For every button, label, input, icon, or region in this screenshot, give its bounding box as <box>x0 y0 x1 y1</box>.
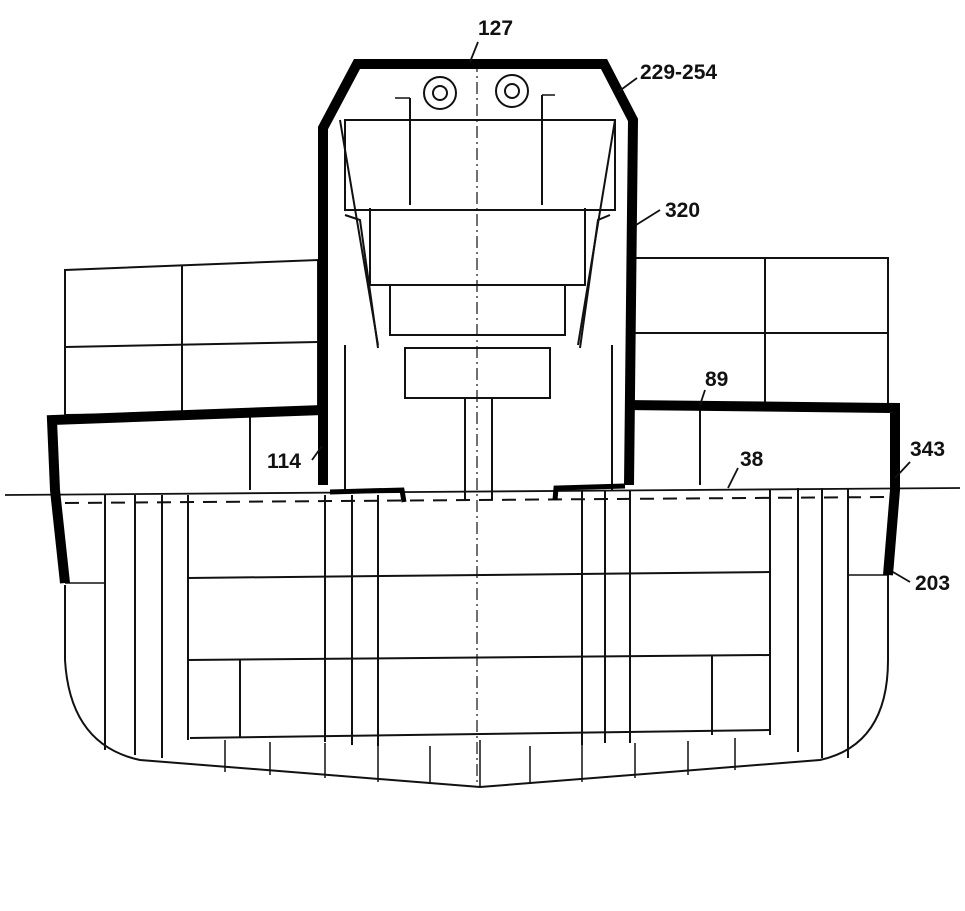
left-periscope-outer <box>423 76 457 110</box>
left-periscope-inner <box>432 85 448 101</box>
label-38: 38 <box>740 448 764 471</box>
leader-203 <box>892 571 911 583</box>
right-deck-armor <box>628 400 900 576</box>
leader-343 <box>894 461 911 479</box>
leader-229-254 <box>617 77 638 93</box>
label-229-254: 229-254 <box>640 61 717 84</box>
periscope-ports <box>423 74 529 110</box>
leader-127 <box>469 41 479 63</box>
leader-38 <box>727 467 739 489</box>
label-114: 114 <box>267 450 301 473</box>
left-deck-armor <box>46 405 324 584</box>
leader-89 <box>699 389 706 406</box>
left-side-compartments <box>65 495 189 758</box>
label-343: 343 <box>910 438 945 461</box>
leader-114 <box>311 445 323 461</box>
leader-320 <box>635 209 661 226</box>
right-periscope-inner <box>504 83 520 99</box>
label-89: 89 <box>705 368 728 391</box>
turret-armor <box>318 59 639 486</box>
hull-outline <box>64 575 889 789</box>
label-320: 320 <box>665 199 700 222</box>
right-periscope-outer <box>495 74 529 108</box>
left-deck-lower-plate <box>329 487 407 503</box>
leader-lines <box>311 41 911 583</box>
dimension-labels: 127 229-254 320 114 89 38 343 203 <box>267 17 950 595</box>
hull-inner-bottom <box>189 729 771 739</box>
waterline <box>4 487 961 496</box>
armor-plating <box>46 59 900 584</box>
bottom-cell-row <box>224 738 736 784</box>
label-203: 203 <box>915 572 950 595</box>
hull-interior <box>187 490 771 746</box>
right-side-compartments <box>769 488 888 758</box>
hull <box>64 575 889 789</box>
label-127: 127 <box>478 17 513 40</box>
right-deck-lower-plate <box>552 483 626 501</box>
